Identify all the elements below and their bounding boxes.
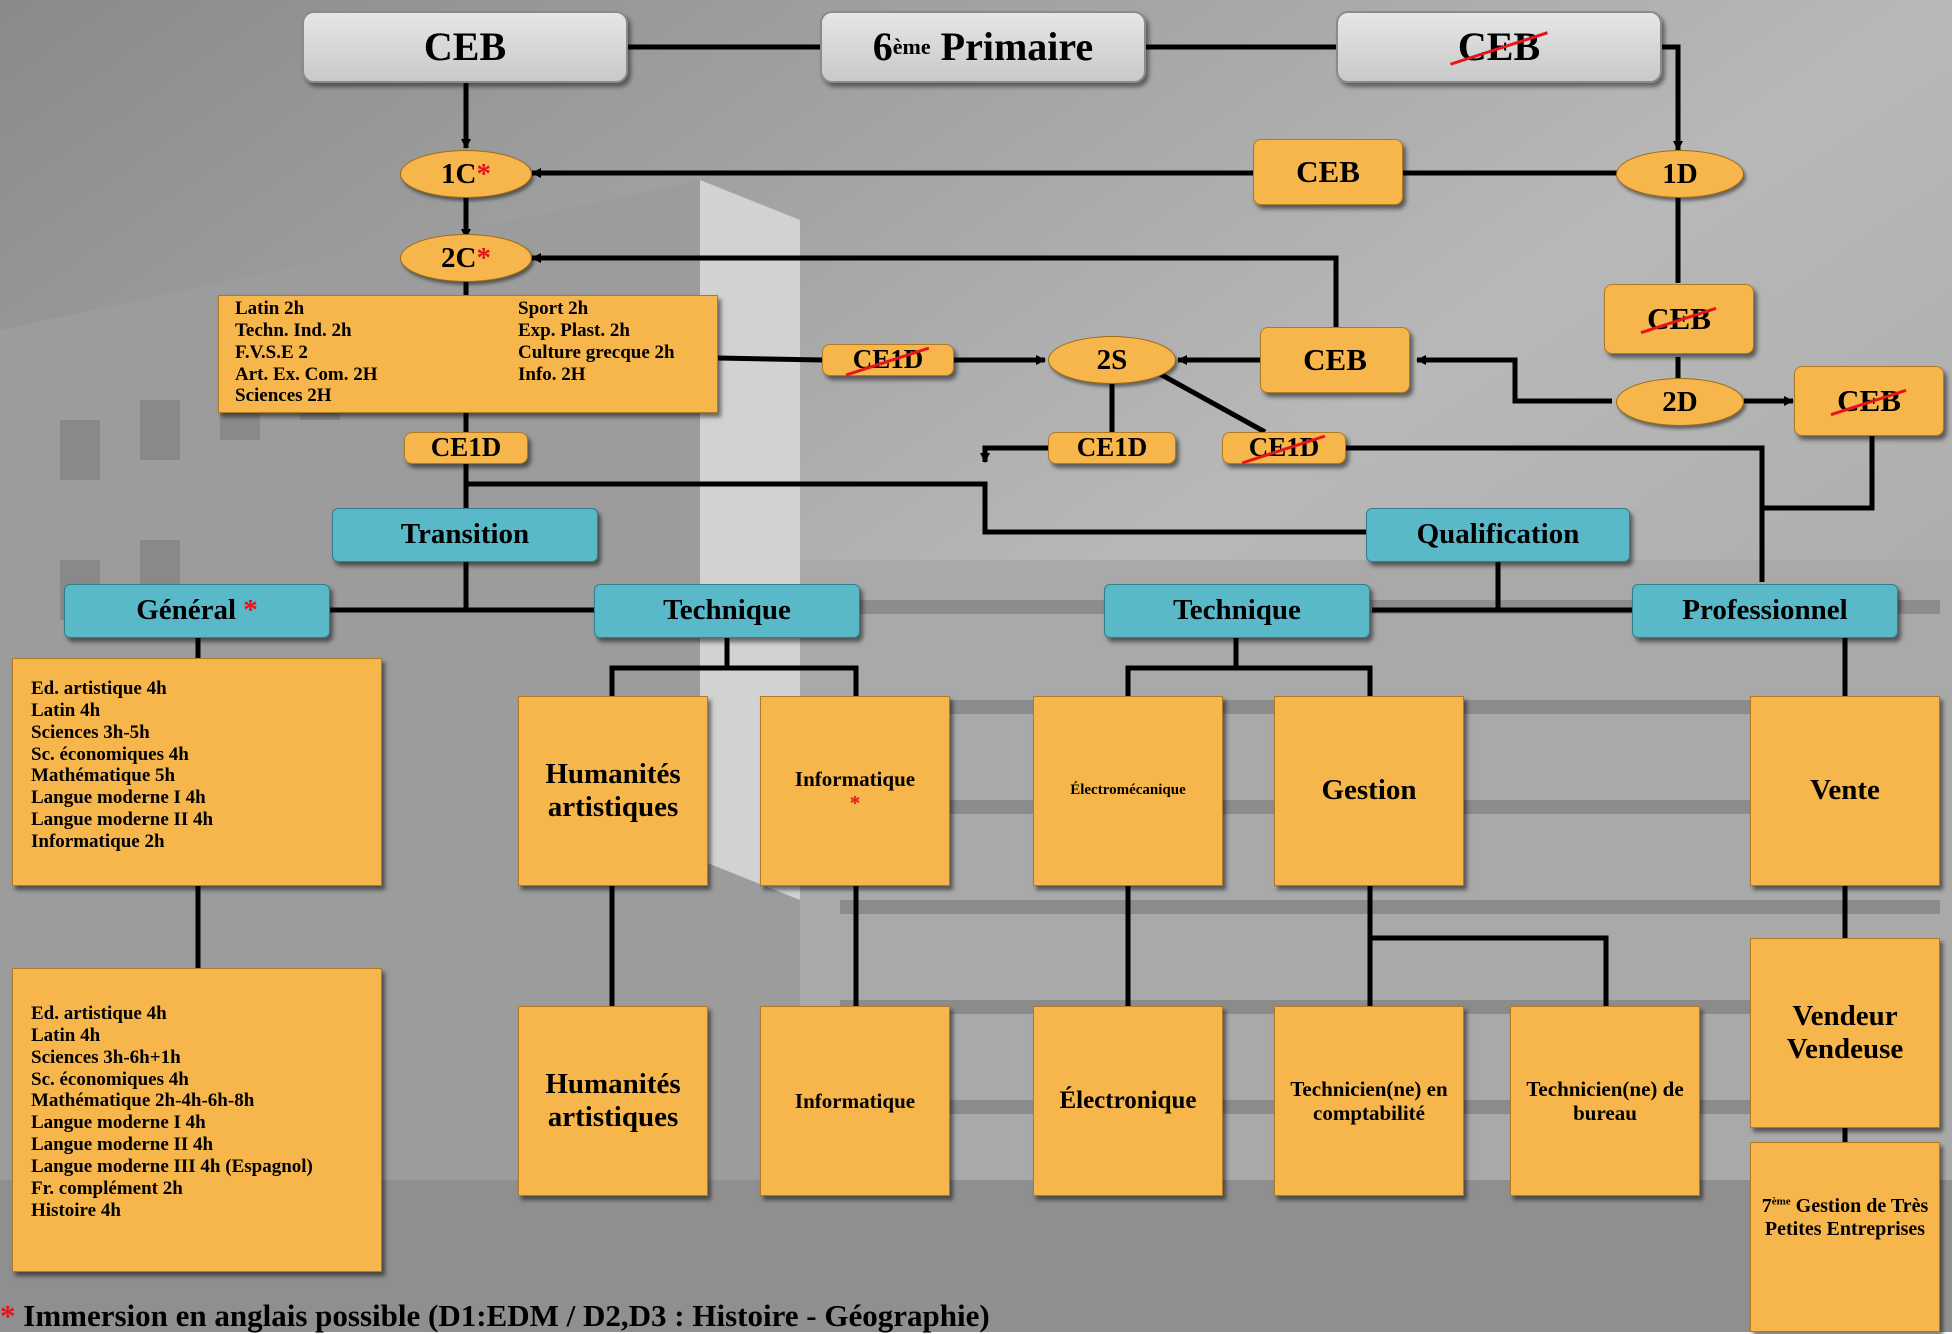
- ceb-box-crossed-1: CEB: [1604, 284, 1754, 354]
- course-item: Informatique 2h: [31, 830, 165, 852]
- septieme-superscript: ème: [1771, 1195, 1791, 1208]
- course-item: Langue moderne II 4h: [31, 809, 214, 831]
- option-item: Latin 2h: [235, 298, 305, 319]
- option-item: Info. 2H: [518, 363, 586, 385]
- ce1d-crossed-label: CE1D: [1248, 432, 1320, 463]
- options-right-list: Sport 2h Exp. Plast. 2h Culture grecque …: [518, 298, 675, 385]
- ellipse-1c: 1C*: [400, 150, 532, 198]
- star-icon: *: [476, 157, 491, 190]
- section-informatique-2: Informatique: [760, 1006, 950, 1196]
- track-transition: Transition: [332, 508, 598, 562]
- course-item: Latin 4h: [31, 1024, 101, 1046]
- label-2c: 2C: [441, 241, 477, 274]
- ce1d-box-crossed-a: CE1D: [822, 344, 954, 376]
- option-item: F.V.S.E 2: [235, 341, 308, 363]
- section-gestion: Gestion: [1274, 696, 1464, 886]
- course-item: Langue moderne II 4h: [31, 1134, 214, 1156]
- septieme-number: 7: [1761, 1195, 1772, 1217]
- ceb-box-left: CEB: [302, 11, 628, 83]
- label-1c: 1C: [441, 157, 477, 190]
- informatique-label: Informatique: [794, 766, 916, 791]
- footnote: * Immersion en anglais possible (D1:EDM …: [0, 1298, 990, 1334]
- general-d3-list: Ed. artistique 4h Latin 4h Sciences 3h-6…: [12, 968, 382, 1272]
- ce1d-box-left: CE1D: [404, 432, 528, 464]
- course-item: Ed. artistique 4h: [31, 1003, 167, 1024]
- option-item: Sport 2h: [518, 298, 589, 319]
- track-technique-transition: Technique: [594, 584, 860, 638]
- section-vendeur-vendeuse: Vendeur Vendeuse: [1750, 938, 1940, 1128]
- ceb-box-1d: CEB: [1253, 139, 1403, 205]
- section-electromecanique: Électromécanique: [1033, 696, 1223, 886]
- ceb-crossed-label: CEB: [1647, 301, 1711, 337]
- section-septieme-gestion-tpe: 7ème Gestion de Très Petites Entreprises: [1750, 1142, 1940, 1332]
- course-item: Mathématique 5h: [31, 765, 176, 787]
- course-item: Ed. artistique 4h: [31, 678, 167, 699]
- course-item: Langue moderne III 4h (Espagnol): [31, 1155, 313, 1177]
- section-informatique-1: Informatique *: [760, 696, 950, 886]
- septieme-label: Gestion de Très Petites Entreprises: [1764, 1195, 1929, 1240]
- ellipse-2d: 2D: [1616, 378, 1744, 426]
- ceb-crossed-label: CEB: [1837, 383, 1901, 419]
- course-item: Histoire 4h: [31, 1199, 121, 1221]
- ce1d-crossed-label: CE1D: [852, 344, 924, 375]
- course-item: Fr. complément 2h: [31, 1177, 183, 1199]
- option-item: Culture grecque 2h: [518, 341, 675, 363]
- star-icon: *: [476, 241, 491, 274]
- ce1d-box-crossed-b: CE1D: [1222, 432, 1346, 464]
- course-item: Langue moderne I 4h: [31, 787, 206, 809]
- star-icon: *: [0, 1298, 16, 1333]
- option-item: Sciences 2H: [235, 385, 332, 407]
- option-item: Exp. Plast. 2h: [518, 319, 630, 341]
- track-general: Général *: [64, 584, 330, 638]
- course-item: Sciences 3h-5h: [31, 721, 150, 743]
- star-icon: *: [849, 791, 861, 815]
- section-vente: Vente: [1750, 696, 1940, 886]
- ceb-box-2s: CEB: [1260, 327, 1410, 393]
- ellipse-2s: 2S: [1048, 336, 1176, 384]
- ceb-box-right-crossed: CEB: [1336, 11, 1662, 83]
- vendeuse-label: Vendeuse: [1786, 1033, 1904, 1065]
- star-icon: *: [243, 594, 258, 627]
- option-item: Art. Ex. Com. 2H: [235, 363, 378, 385]
- ce1d-box-mid: CE1D: [1048, 432, 1176, 464]
- footnote-text: Immersion en anglais possible (D1:EDM / …: [15, 1298, 990, 1333]
- ceb-crossed-label: CEB: [1457, 24, 1541, 69]
- course-item: Sciences 3h-6h+1h: [31, 1046, 181, 1068]
- ellipse-1d: 1D: [1616, 150, 1744, 198]
- track-technique-qualification: Technique: [1104, 584, 1370, 638]
- section-electronique: Électronique: [1033, 1006, 1223, 1196]
- course-item: Sc. économiques 4h: [31, 1068, 189, 1090]
- course-item: Latin 4h: [31, 699, 101, 721]
- course-item: Mathématique 2h-4h-6h-8h: [31, 1090, 255, 1112]
- primaire-superscript: ème: [892, 34, 931, 60]
- option-item: Techn. Ind. 2h: [235, 319, 352, 341]
- section-technicien-comptabilite: Technicien(ne) en comptabilité: [1274, 1006, 1464, 1196]
- options-box: Latin 2h Techn. Ind. 2h F.V.S.E 2 Art. E…: [218, 295, 718, 413]
- section-technicien-bureau: Technicien(ne) de bureau: [1510, 1006, 1700, 1196]
- general-label: Général: [136, 594, 237, 627]
- course-item: Sc. économiques 4h: [31, 743, 189, 765]
- general-d2-list: Ed. artistique 4h Latin 4h Sciences 3h-5…: [12, 658, 382, 886]
- options-left-list: Latin 2h Techn. Ind. 2h F.V.S.E 2 Art. E…: [235, 298, 518, 407]
- primaire-number: 6: [872, 24, 893, 69]
- section-humanites-artistiques-2: Humanités artistiques: [518, 1006, 708, 1196]
- track-qualification: Qualification: [1366, 508, 1630, 562]
- ellipse-2c: 2C*: [400, 234, 532, 282]
- section-humanites-artistiques-1: Humanités artistiques: [518, 696, 708, 886]
- primaire-label: Primaire: [940, 24, 1094, 69]
- vendeur-label: Vendeur: [1792, 999, 1898, 1032]
- course-item: Langue moderne I 4h: [31, 1112, 206, 1134]
- track-professionnel: Professionnel: [1632, 584, 1898, 638]
- ceb-box-crossed-2: CEB: [1794, 366, 1944, 436]
